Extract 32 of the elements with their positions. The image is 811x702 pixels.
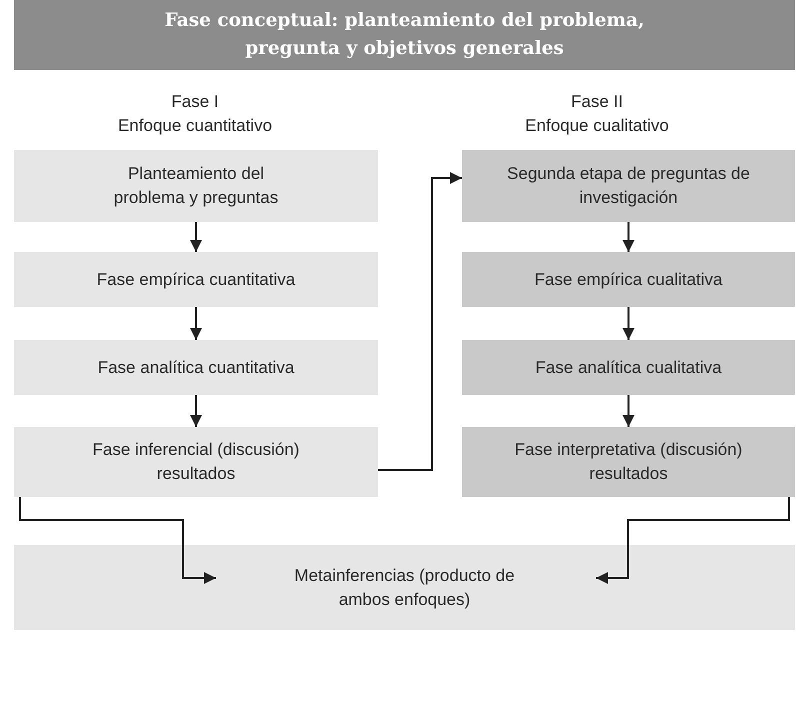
box-text: Segunda etapa de preguntas de investigación xyxy=(506,163,751,209)
arrow xyxy=(190,307,202,340)
arrow xyxy=(622,307,634,340)
box-text: Fase inferencial (discusión) resultados xyxy=(92,439,300,485)
process-box xyxy=(14,545,795,630)
process-box xyxy=(14,150,378,222)
arrow xyxy=(190,222,202,252)
process-box xyxy=(14,340,378,395)
arrow xyxy=(378,172,462,471)
box-text: Metainferencias (producto de ambos enfoques) xyxy=(293,564,516,610)
box-text: Fase empírica cualitativa xyxy=(534,268,723,291)
title-banner: Fase conceptual: planteamiento del problema, pregunta y objetivos generales xyxy=(14,0,795,70)
box-text: Fase interpretativa (discusión) resultados xyxy=(514,439,744,485)
box-text: Fase analítica cuantitativa xyxy=(98,356,294,379)
process-box xyxy=(462,340,795,395)
column-heading: Enfoque cualitativo xyxy=(524,116,670,136)
arrow xyxy=(596,497,790,584)
arrow xyxy=(19,497,216,584)
box-text: Fase analítica cualitativa xyxy=(535,356,722,379)
column-heading: Fase I xyxy=(170,92,220,112)
process-box xyxy=(14,427,378,497)
box-text: Fase empírica cuantitativa xyxy=(96,268,296,291)
process-box xyxy=(462,150,795,222)
process-box xyxy=(462,252,795,307)
box-text: Planteamiento del problema y preguntas xyxy=(112,163,280,209)
column-heading: Enfoque cuantitativo xyxy=(116,116,274,136)
arrow xyxy=(622,222,634,252)
arrow xyxy=(622,395,634,427)
column-heading: Fase II xyxy=(570,92,624,112)
process-box xyxy=(14,252,378,307)
process-box xyxy=(462,427,795,497)
arrow xyxy=(190,395,202,427)
